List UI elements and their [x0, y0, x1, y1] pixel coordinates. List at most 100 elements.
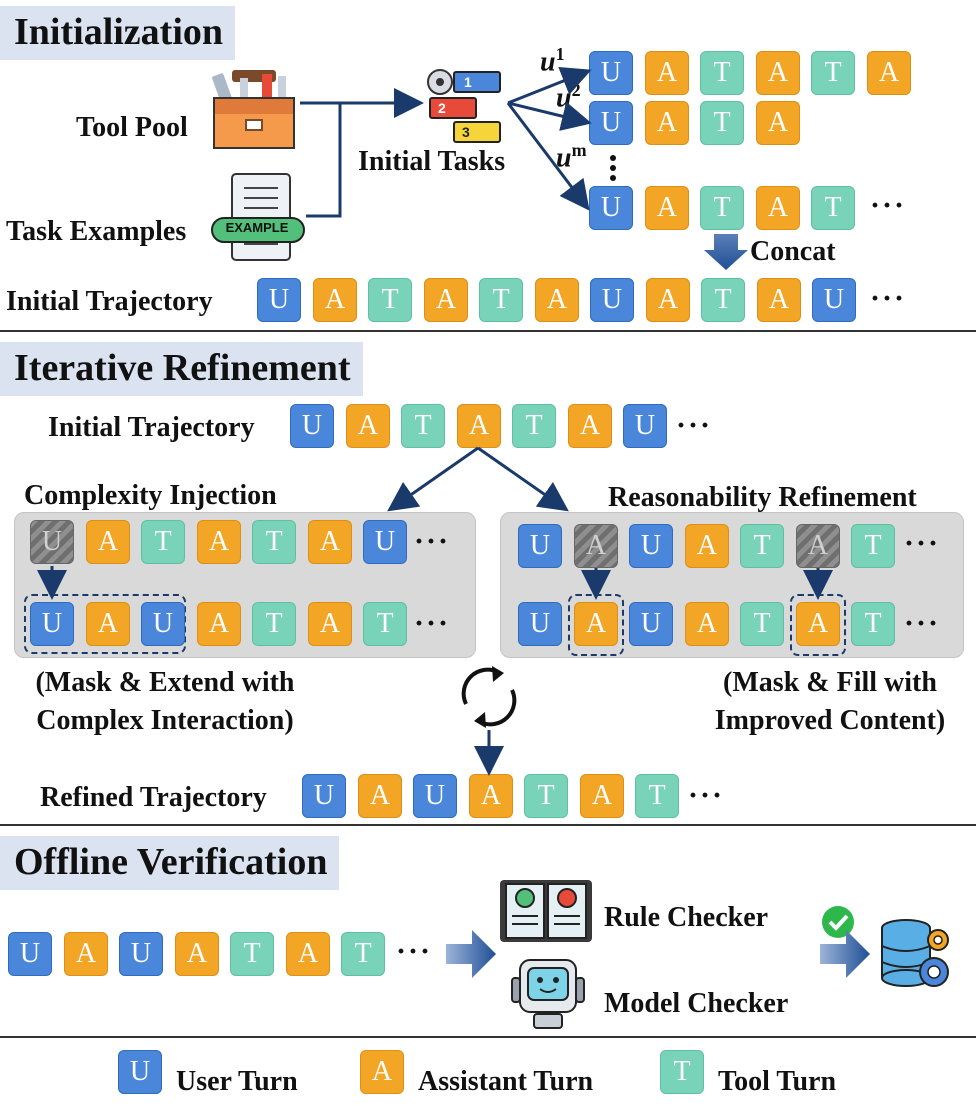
ellipsis: ··· — [414, 607, 451, 640]
tool-token: T — [701, 278, 745, 322]
verify-arrow — [446, 930, 496, 978]
concat-label: Concat — [750, 236, 836, 267]
input-connector — [300, 88, 424, 218]
toolbox-icon — [210, 68, 298, 150]
assistant-token: A — [197, 520, 241, 564]
initial-tasks-label: Initial Tasks — [358, 146, 506, 177]
assistant-token: A — [535, 278, 579, 322]
tool-token: T — [401, 404, 445, 448]
tool-token: T — [512, 404, 556, 448]
ellipsis: ··· — [870, 189, 907, 222]
task-list-icon: 1 2 3 — [424, 66, 506, 146]
user-token: U — [290, 404, 334, 448]
output-arrow — [820, 930, 870, 978]
user-token: U — [413, 774, 457, 818]
tool-token: T — [811, 51, 855, 95]
example-badge: EXAMPLE — [225, 220, 289, 235]
assistant-token: A — [175, 932, 219, 976]
assistant-token: A — [286, 932, 330, 976]
assistant-token: A — [457, 404, 501, 448]
database-gear-icon — [876, 918, 956, 994]
assistant-token: A — [469, 774, 513, 818]
vertical-dots — [610, 155, 616, 181]
tool-pool-label: Tool Pool — [76, 112, 188, 143]
user-token: U — [589, 101, 633, 145]
tool-token: T — [700, 186, 744, 230]
tool-token: T — [368, 278, 412, 322]
ellipsis: ··· — [870, 282, 907, 315]
assistant-token: A — [645, 186, 689, 230]
reasonability-refinement-title: Reasonability Refinement — [608, 482, 917, 513]
user-token: U — [119, 932, 163, 976]
assistant-token: A — [313, 278, 357, 322]
assistant-token: A — [867, 51, 911, 95]
rule-checker-label: Rule Checker — [604, 902, 769, 933]
assistant-token: A — [756, 51, 800, 95]
ellipsis: ··· — [396, 935, 433, 968]
assistant-token: A — [646, 278, 690, 322]
section-title-iterative-refinement: Iterative Refinement — [0, 342, 363, 396]
task-arrow-m — [506, 102, 590, 211]
svg-text:1: 1 — [464, 74, 472, 90]
assistant-token: A — [757, 278, 801, 322]
section-title-offline-verification: Offline Verification — [0, 836, 340, 890]
assistant-token: A — [574, 602, 618, 646]
ellipsis: ··· — [676, 409, 713, 442]
user-token: U — [30, 602, 74, 646]
assistant-token: A — [86, 520, 130, 564]
section-title-initialization: Initialization — [0, 6, 236, 60]
tool-token: T — [635, 774, 679, 818]
ellipsis: ··· — [904, 527, 941, 560]
task-arrow-2 — [507, 101, 592, 131]
legend-assistant-label: Assistant Turn — [418, 1066, 594, 1097]
svg-text:2: 2 — [438, 100, 446, 116]
assistant-token: A — [685, 524, 729, 568]
assistant-token: A — [424, 278, 468, 322]
model-checker-label: Model Checker — [604, 988, 789, 1019]
ellipsis: ··· — [904, 607, 941, 640]
initial-trajectory-label: Initial Trajectory — [6, 286, 213, 317]
tool-token: T — [252, 520, 296, 564]
user-token: U — [623, 404, 667, 448]
legend-tool-swatch: T — [660, 1050, 704, 1094]
document-example-icon — [210, 172, 306, 264]
split-arrow-left — [387, 446, 479, 512]
task-examples-label: Task Examples — [6, 216, 187, 247]
refine-initial-trajectory-label: Initial Trajectory — [48, 412, 255, 443]
assistant-token: A — [197, 602, 241, 646]
assistant-token: A — [645, 101, 689, 145]
concat-arrow — [704, 234, 748, 270]
refined-trajectory-label: Refined Trajectory — [40, 782, 267, 813]
tool-token: T — [811, 186, 855, 230]
assistant-token: A — [685, 602, 729, 646]
assistant-token: A — [796, 602, 840, 646]
tool-token: T — [524, 774, 568, 818]
tool-token: T — [252, 602, 296, 646]
assistant-token: A — [308, 602, 352, 646]
task-arrow-1 — [507, 66, 592, 105]
user-token: U — [141, 602, 185, 646]
assistant-token: A — [580, 774, 624, 818]
complexity-injection-title: Complexity Injection — [24, 480, 277, 511]
user-index-m: um — [556, 140, 587, 174]
assistant-token: A — [64, 932, 108, 976]
tool-token: T — [740, 524, 784, 568]
ellipsis: ··· — [688, 779, 725, 812]
rule-book-icon — [498, 876, 594, 946]
complexity-caption: (Mask & Extend with Complex Interaction) — [35, 667, 295, 736]
assistant-token: A — [756, 186, 800, 230]
assistant-token: A — [645, 51, 689, 95]
tool-token: T — [740, 602, 784, 646]
legend-assistant-swatch: A — [360, 1050, 404, 1094]
assistant-token: A — [346, 404, 390, 448]
user-token: U — [518, 524, 562, 568]
tool-token: T — [363, 602, 407, 646]
legend-user-label: User Turn — [176, 1066, 298, 1097]
masked-token: A — [574, 524, 618, 568]
masked-token: A — [796, 524, 840, 568]
legend-tool-label: Tool Turn — [718, 1066, 837, 1097]
reasonability-caption: (Mask & Fill with Improved Content) — [714, 667, 946, 736]
tool-token: T — [700, 101, 744, 145]
section-divider — [0, 330, 976, 332]
robot-icon — [506, 956, 590, 1032]
